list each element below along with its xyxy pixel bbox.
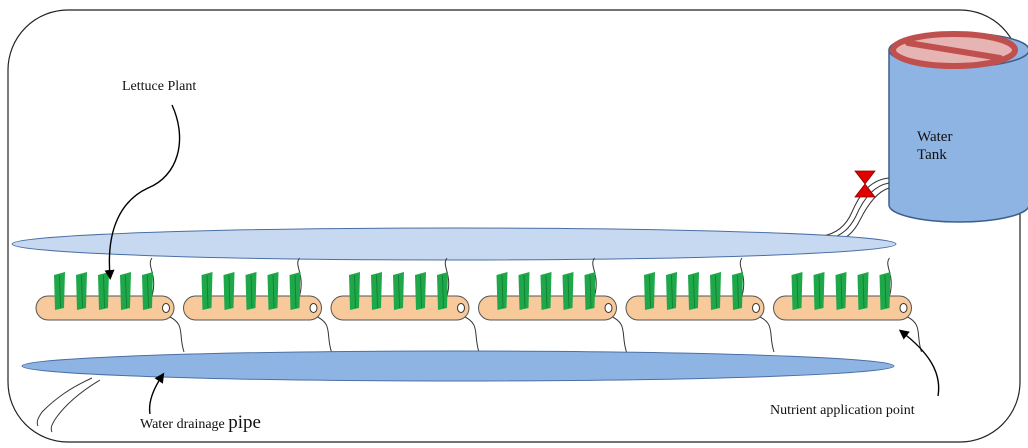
lettuce-plant-icon	[76, 272, 87, 310]
plant-tray	[330, 257, 480, 353]
lettuce-plant-icon	[415, 272, 426, 310]
plant-tray	[35, 257, 185, 353]
plant-tray	[183, 257, 332, 353]
lettuce-plant-icon	[371, 272, 382, 310]
lettuce-plant-icon	[644, 272, 655, 310]
plant-trays	[35, 257, 922, 353]
supply-connector-line	[887, 257, 892, 297]
drain-connector-line	[167, 315, 185, 353]
supply-connector-line	[149, 257, 155, 297]
lettuce-plant-label: Lettuce Plant	[122, 79, 196, 94]
lettuce-plant-icon	[879, 272, 891, 310]
lettuce-plant-icon	[835, 272, 847, 310]
supply-connector-line	[444, 257, 450, 297]
plant-tray	[478, 257, 627, 353]
lettuce-plant-icon	[349, 272, 360, 310]
lettuce-plant-icon	[518, 272, 530, 310]
bowtie-valve-icon[interactable]	[854, 170, 876, 198]
drainage-pipe-callout	[148, 372, 165, 415]
lettuce-plant-icon	[393, 272, 404, 310]
lettuce-plant-icon	[54, 272, 65, 310]
nutrient-point-label: Nutrient application point	[770, 403, 915, 418]
lettuce-plant-icon	[688, 272, 699, 310]
drain-connector-line	[315, 315, 332, 353]
drain-outlet-lines	[36, 377, 101, 433]
supply-connector-line	[592, 257, 597, 297]
lettuce-plant-icon	[813, 272, 825, 310]
lettuce-plant-icon	[710, 272, 721, 310]
lettuce-plant-icon	[142, 272, 153, 310]
plant-tray	[773, 257, 922, 353]
tank-label-line1: Water	[917, 129, 952, 145]
lettuce-plant-icon	[201, 272, 213, 310]
lettuce-plant-icon	[540, 272, 552, 310]
lettuce-plant-icon	[437, 272, 448, 310]
lettuce-plant-icon	[289, 272, 301, 310]
lettuce-plant-icon	[98, 272, 109, 310]
lettuce-plant-callout	[104, 104, 181, 280]
lettuce-plant-icon	[666, 272, 677, 310]
lettuce-plant-icon	[732, 272, 743, 310]
supply-connector-line	[297, 257, 302, 297]
lettuce-plant-icon	[857, 272, 869, 310]
water-drainage-pipe	[21, 350, 895, 382]
water-tank: Water Tank	[888, 31, 1028, 223]
lettuce-plant-icon	[267, 272, 279, 310]
tank-feed-line	[821, 177, 890, 243]
nutrient-inlet-icon	[604, 303, 613, 313]
drain-connector-line	[462, 315, 480, 353]
nutrient-point-callout	[898, 329, 940, 397]
lettuce-plant-icon	[496, 272, 508, 310]
drain-connector-line	[757, 315, 775, 353]
no-entry-icon	[890, 31, 1018, 69]
nutrient-inlet-icon	[899, 303, 908, 313]
nutrient-inlet-icon	[752, 303, 760, 313]
supply-connector-line	[739, 257, 745, 297]
lettuce-plant-icon	[791, 272, 803, 310]
lettuce-plant-icon	[562, 272, 574, 310]
drainage-pipe-label: Water drainage pipe	[140, 412, 261, 433]
nutrient-inlet-icon	[162, 303, 170, 313]
nutrient-inlet-icon	[457, 303, 465, 313]
lettuce-plant-icon	[120, 272, 131, 310]
nutrient-inlet-icon	[309, 303, 318, 313]
lettuce-plant-icon	[245, 272, 257, 310]
lettuce-plant-icon	[584, 272, 596, 310]
diagram-frame	[7, 9, 1021, 443]
lettuce-plant-icon	[223, 272, 235, 310]
plant-tray	[625, 257, 775, 353]
water-supply-pipe	[11, 227, 897, 261]
drain-connector-line	[610, 315, 627, 353]
tank-label-line2: Tank	[917, 147, 947, 163]
